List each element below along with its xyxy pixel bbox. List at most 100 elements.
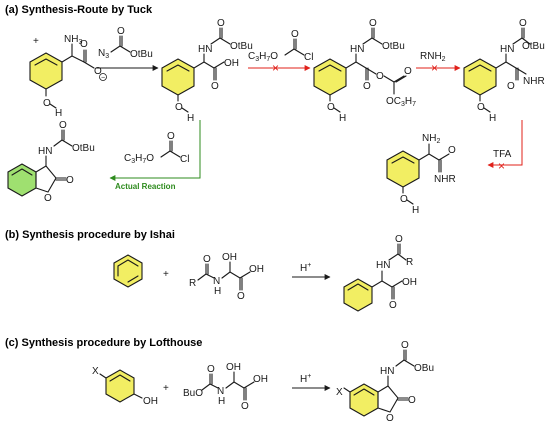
label-hn: HN — [380, 366, 394, 377]
label-o-carboxylate: O — [94, 66, 102, 77]
label-r: R — [406, 257, 413, 268]
label-hn: HN — [500, 44, 514, 55]
label-obu: OBu — [414, 363, 434, 374]
label-oh: OH — [224, 58, 239, 69]
label-o: O — [448, 145, 456, 156]
reaction-arrow-tfa-failed — [487, 120, 523, 168]
label-o: O — [395, 234, 403, 245]
label-o: O — [519, 18, 527, 29]
label-oh: OH — [143, 396, 158, 407]
label-x: X — [336, 387, 343, 398]
cross-mark: × — [431, 61, 438, 75]
label-oh-hydrogen: H — [412, 205, 419, 216]
label-o-lactone: O — [408, 395, 416, 406]
label-oh: OH — [222, 252, 237, 263]
label-o: O — [207, 364, 215, 375]
molecule-a5: NH2 O NHR O H — [386, 133, 456, 216]
label-o: O — [167, 131, 175, 142]
section-a-title: (a) Synthesis-Route by Tuck — [5, 4, 153, 16]
label-hn: HN — [376, 260, 390, 271]
label-hn: HN — [198, 44, 212, 55]
cross-mark: × — [498, 159, 505, 173]
label-c3h7o: C3H7O — [124, 153, 154, 165]
reagent-chloroformate-top: C3H7O O Cl — [248, 29, 313, 63]
label-h: H — [218, 396, 225, 407]
label-o: O — [401, 340, 409, 351]
molecule-a1: + NH3 O O − O H — [29, 34, 107, 119]
label-cl: Cl — [180, 154, 189, 165]
label-o: O — [241, 401, 249, 412]
label-plus: + — [163, 269, 169, 280]
label-oh: OH — [253, 374, 268, 385]
label-oh-oxygen: O — [400, 194, 408, 205]
benzene-ring — [463, 58, 497, 96]
label-o: O — [117, 26, 125, 37]
benzene-ring — [161, 58, 195, 96]
label-h: H — [214, 286, 221, 297]
label-o: O — [217, 18, 225, 29]
reagent-boc-azide: N3 O OtBu — [98, 26, 153, 60]
label-hn: HN — [38, 146, 52, 157]
label-otbu: OtBu — [230, 41, 253, 52]
molecule-a4: HN O OtBu O NHR O H — [463, 18, 545, 124]
label-c3h7o: C3H7O — [248, 51, 278, 63]
label-oh: OH — [402, 277, 417, 288]
label-oh-oxygen: O — [43, 98, 51, 109]
reaction-arrow-actual — [109, 120, 201, 181]
label-oh-oxygen: O — [477, 102, 485, 113]
label-o-anhydride: O — [376, 71, 384, 82]
label-otbu: OtBu — [382, 41, 405, 52]
label-o: O — [59, 120, 67, 131]
label-o: O — [363, 81, 371, 92]
benzene-ring — [386, 150, 420, 188]
reagent-chloroformate-bottom: C3H7O O Cl — [124, 131, 189, 165]
label-oh-hydrogen: H — [55, 108, 62, 119]
label-r: R — [189, 278, 196, 289]
label-h-plus: H+ — [300, 262, 311, 274]
label-otbu: OtBu — [522, 41, 545, 52]
label-n: N — [217, 386, 224, 397]
label-rnh2: RNH2 — [420, 51, 446, 63]
label-x: X — [92, 366, 99, 377]
section-b-title: (b) Synthesis procedure by Ishai — [5, 229, 175, 241]
label-actual-reaction: Actual Reaction — [115, 182, 176, 191]
label-o: O — [369, 18, 377, 29]
label-charge-plus: + — [33, 36, 39, 47]
section-c-title: (c) Synthesis procedure by Lofthouse — [5, 337, 202, 349]
molecule-a2: HN O OtBu O OH O H — [161, 18, 253, 124]
benzene-ring — [29, 52, 63, 90]
label-oh: OH — [226, 362, 241, 373]
label-n3: N3 — [98, 48, 109, 60]
benzene-ring — [113, 254, 143, 288]
label-nh3: NH3 — [64, 34, 82, 46]
label-oc3h7: OC3H7 — [386, 96, 416, 108]
molecule-a6: HN O OtBu O O — [7, 120, 95, 204]
benzene-ring — [343, 278, 373, 312]
label-h-plus: H+ — [300, 373, 311, 385]
label-o-carbonyl: O — [80, 39, 88, 50]
cross-mark: × — [272, 61, 279, 75]
label-o: O — [291, 29, 299, 40]
label-o-lactone: O — [66, 175, 74, 186]
label-otbu: OtBu — [130, 49, 153, 60]
label-plus: + — [163, 383, 169, 394]
label-o: O — [237, 291, 245, 302]
label-cl: Cl — [304, 52, 313, 63]
section-b-scheme: + R O N H OH O OH H+ HN O R — [113, 234, 417, 312]
label-oh: OH — [249, 264, 264, 275]
label-o: O — [507, 81, 515, 92]
label-nh2: NH2 — [422, 133, 440, 145]
section-c-scheme: X OH + BuO O N H OH O OH H+ X — [92, 340, 434, 424]
label-o: O — [211, 81, 219, 92]
label-oh-hydrogen: H — [339, 113, 346, 124]
label-oh-oxygen: O — [327, 102, 335, 113]
molecule-a3: HN O OtBu O O O OC3H7 O H — [313, 18, 416, 124]
label-nhr: NHR — [523, 76, 545, 87]
label-o: O — [404, 66, 412, 77]
label-charge-minus: − — [101, 75, 105, 82]
label-o-ring: O — [386, 413, 394, 424]
label-otbu: OtBu — [72, 143, 95, 154]
benzene-ring — [313, 58, 347, 96]
label-o-ring: O — [44, 193, 52, 204]
